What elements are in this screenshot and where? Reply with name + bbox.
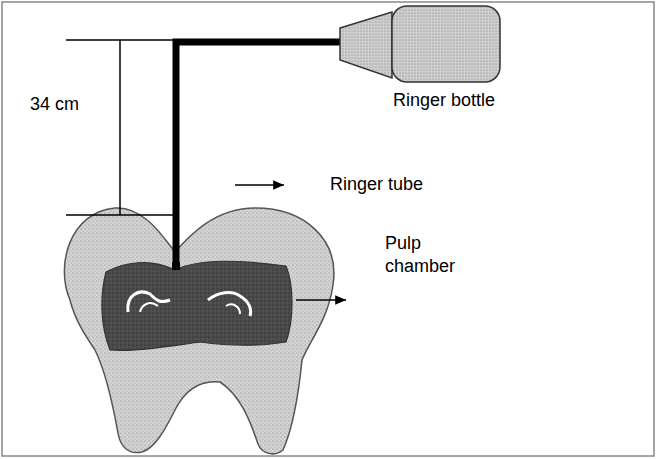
part-label: Ringer bottle: [393, 89, 495, 112]
pulp-horn: [208, 293, 251, 316]
bottle-body: [392, 6, 500, 82]
bottle-neck: [340, 12, 392, 78]
callout-arrow: [235, 184, 284, 186]
dimension-line: [119, 40, 121, 215]
part-label: Pulp chamber: [385, 232, 469, 277]
pulp-chamber-region: [102, 261, 292, 350]
pulp-horn: [140, 303, 158, 312]
pulp-horn: [128, 292, 170, 312]
part-label: Ringer tube: [330, 173, 423, 196]
dimension-tick: [66, 39, 174, 41]
callout-arrow: [296, 299, 346, 301]
dimension-tick: [66, 214, 174, 216]
tooth-outline: [64, 208, 334, 454]
pulp-horn: [226, 304, 240, 314]
dimension-label: 34 cm: [30, 93, 79, 116]
ringer-tube: [176, 42, 342, 268]
tube-tip: [172, 262, 180, 270]
